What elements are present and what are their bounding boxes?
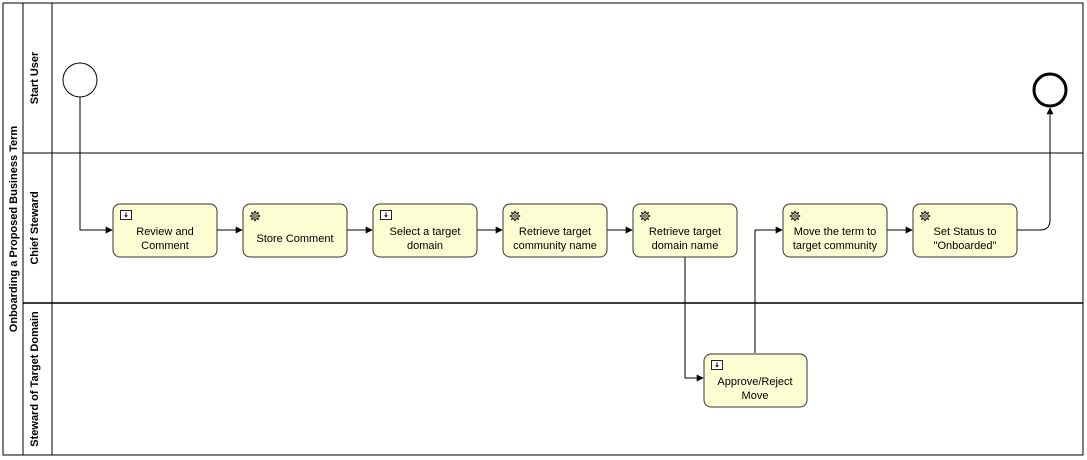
user-task-icon <box>380 210 392 220</box>
task-label-line2: domain name <box>652 240 719 252</box>
task-label-line2: "Onboarded" <box>934 240 997 252</box>
task-label-line1: Retrieve target <box>649 226 721 238</box>
lane-label-start-user: Start User <box>29 51 41 104</box>
task-label-line1: Approve/Reject <box>717 376 792 388</box>
task-set-status-onboarded[interactable]: Set Status to "Onboarded" <box>912 203 1018 258</box>
task-label-line1: Store Comment <box>256 233 333 245</box>
task-select-target-domain[interactable]: Select a target domain <box>372 203 478 258</box>
task-label-line2: Comment <box>141 240 189 252</box>
lane-label-chief-steward: Chief Steward <box>29 191 41 264</box>
start-event[interactable] <box>62 62 98 98</box>
lane-label-steward-target-domain: Steward of Target Domain <box>29 311 41 447</box>
task-label-line2: community name <box>513 240 597 252</box>
task-label-line2: target community <box>793 240 878 252</box>
user-task-icon <box>120 210 132 220</box>
flow-approve-to-move <box>754 226 783 353</box>
user-task-icon <box>711 360 723 370</box>
task-label-line1: Move the term to <box>794 226 877 238</box>
end-event[interactable] <box>1032 72 1068 108</box>
task-label-line1: Select a target <box>390 226 461 238</box>
task-label-line1: Set Status to <box>934 226 997 238</box>
task-retrieve-target-domain-name[interactable]: Retrieve target domain name <box>632 203 738 258</box>
pool-label: Onboarding a Proposed Business Term <box>8 126 20 333</box>
task-store-comment[interactable]: Store Comment <box>242 203 348 258</box>
task-label-line2: Move <box>742 390 769 402</box>
task-approve-reject-move[interactable]: Approve/Reject Move <box>703 353 808 408</box>
task-retrieve-target-community-name[interactable]: Retrieve target community name <box>502 203 608 258</box>
flow-start-to-review <box>79 97 113 234</box>
task-move-term-to-target-community[interactable]: Move the term to target community <box>782 203 888 258</box>
task-review-and-comment[interactable]: Review and Comment <box>112 203 218 258</box>
task-label-line1: Retrieve target <box>519 226 591 238</box>
sequence-flows <box>79 97 1054 382</box>
task-label-line2: domain <box>407 240 443 252</box>
task-label-line1: Review and <box>136 226 193 238</box>
flow-domain-to-approve <box>684 257 704 382</box>
flow-status-to-end <box>1017 107 1054 231</box>
